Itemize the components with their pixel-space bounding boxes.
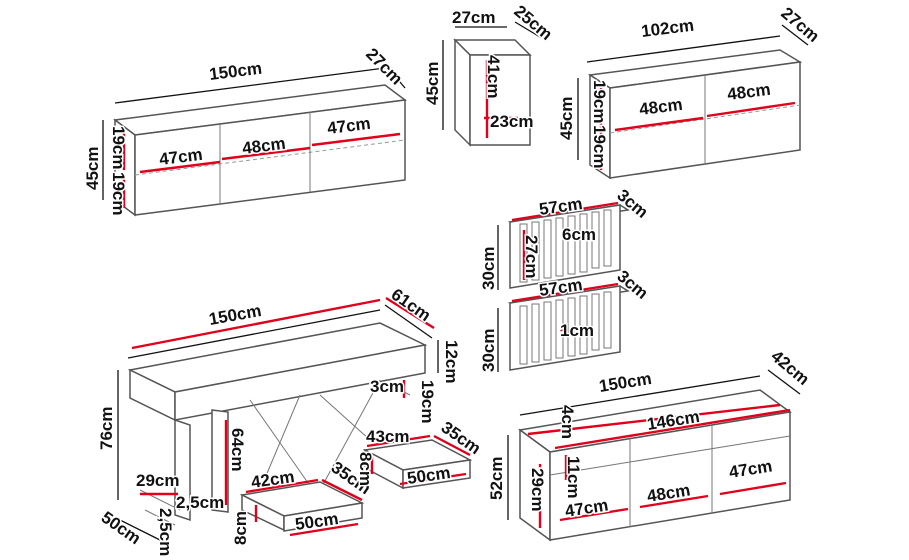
desk-leg-height-label: 64cm <box>228 428 247 471</box>
sideboard-depth-label: 42cm <box>767 347 813 390</box>
shelf-small <box>442 21 546 147</box>
drawer-left-height-label: 8cm <box>231 511 250 545</box>
shelf-small-height-label: 45cm <box>423 62 442 105</box>
shelf-small-width-label: 27cm <box>452 8 495 27</box>
sideboard-door-height-label: 29cm <box>528 468 547 511</box>
shelf-small-inner-width-label: 23cm <box>490 112 533 131</box>
shelf-medium-width-label: 102cm <box>640 16 695 41</box>
desk-height-label: 76cm <box>97 407 116 450</box>
shelf-medium-gap-top-label: 19cm <box>590 80 609 123</box>
desk-base-depth-label: 50cm <box>98 508 145 549</box>
shelf-medium <box>577 24 809 180</box>
shelf-medium-height-label: 45cm <box>557 97 576 140</box>
drawer-right-height-label: 8cm <box>356 452 375 486</box>
panel-a-slat-label: 6cm <box>562 225 596 244</box>
desk-plate-b-label: 2,5cm <box>156 508 175 556</box>
drawer-left-length-label: 50cm <box>294 509 340 534</box>
desk-edge-label: 3cm <box>370 377 404 396</box>
drawer-right-width-label: 43cm <box>366 427 409 446</box>
sideboard-drawer-height-label: 11cm <box>564 456 583 499</box>
panel-b <box>497 282 631 372</box>
panel-a-height-label: 30cm <box>479 247 498 290</box>
drawer-right <box>362 434 473 490</box>
sideboard <box>507 369 801 542</box>
panel-a-inner-label: 27cm <box>522 235 541 278</box>
panel-b-slats <box>519 291 612 365</box>
shelf-long-gap-top-label: 19cm <box>109 126 128 169</box>
shelf-small-inner-height-label: 41cm <box>484 55 503 98</box>
shelf-medium-gap-bottom-label: 19cm <box>590 125 609 168</box>
shelf-medium-bay1-label: 48cm <box>638 95 683 119</box>
desk-foot-label: 29cm <box>136 471 179 490</box>
shelf-long-gap-bottom-label: 19cm <box>109 172 128 215</box>
panel-b-height-label: 30cm <box>479 329 498 372</box>
sideboard-top-gap-label: 4cm <box>558 405 577 439</box>
drawer-left <box>239 478 365 537</box>
desk-depth-label: 61cm <box>388 285 435 326</box>
shelf-long-height-label: 45cm <box>83 147 102 190</box>
sideboard-width-label: 150cm <box>598 369 653 396</box>
desk <box>109 296 439 541</box>
desk-drawer-front-label: 19cm <box>418 380 437 423</box>
desk-top-thickness-label: 12cm <box>442 340 461 383</box>
sideboard-height-label: 52cm <box>487 457 506 500</box>
shelf-long <box>102 67 407 217</box>
shelf-long-width-label: 150cm <box>208 59 263 84</box>
desk-plate-a-label: 2,5cm <box>176 493 224 512</box>
panel-a-slats <box>519 209 612 283</box>
panel-b-slat-label: 1cm <box>560 321 594 340</box>
panel-a <box>497 201 631 290</box>
